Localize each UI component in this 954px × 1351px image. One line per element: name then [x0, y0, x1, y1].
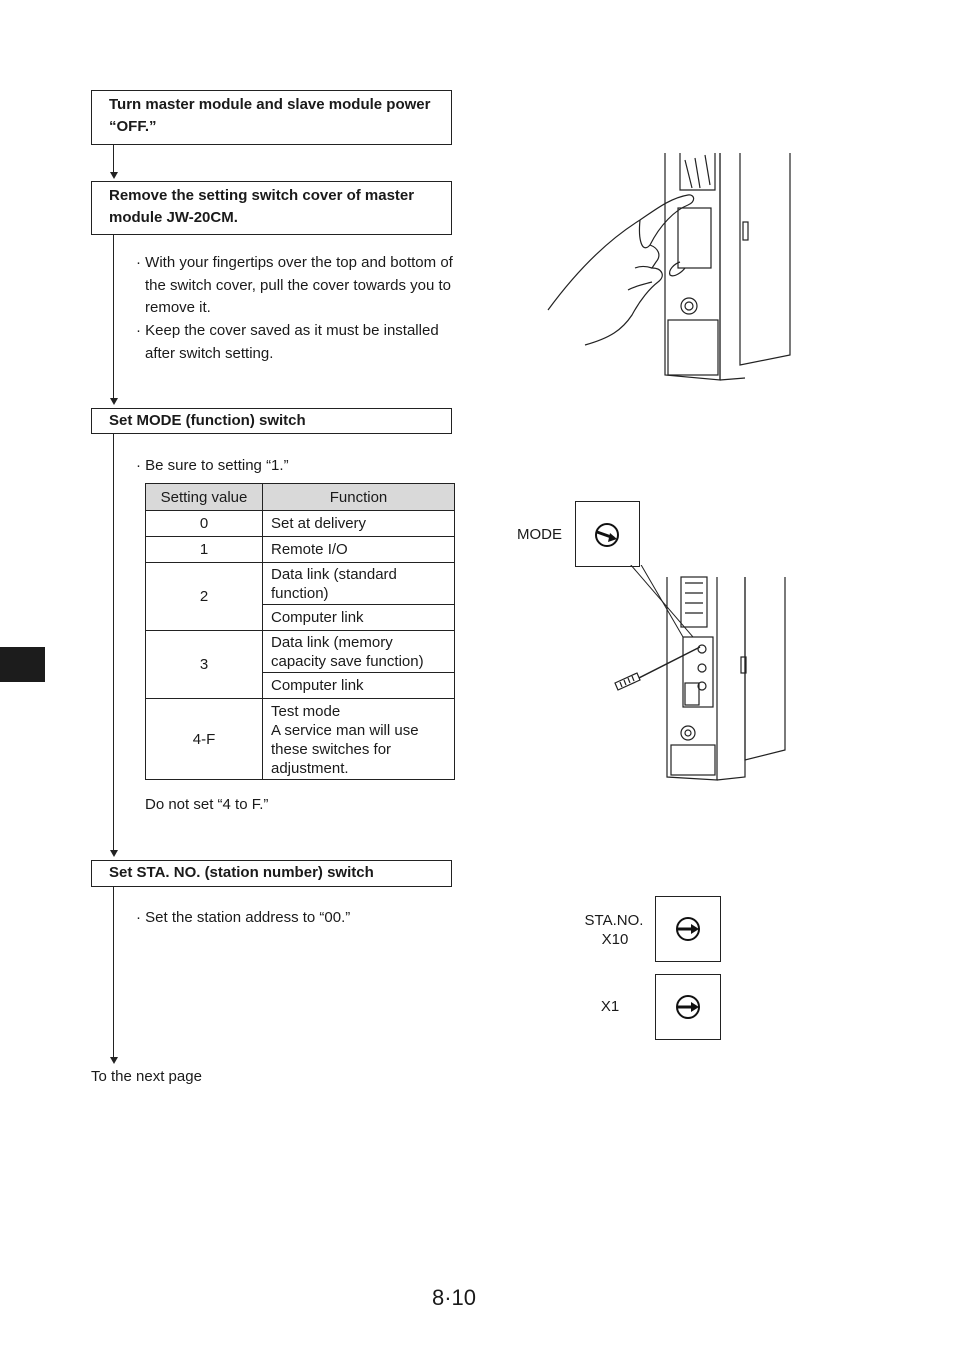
step-2-box: Remove the setting switch cover of maste…	[91, 181, 452, 235]
function-cell: Computer link	[262, 604, 455, 631]
flow-arrow-2	[110, 398, 118, 405]
mode-note: · Be sure to setting “1.”	[136, 457, 289, 474]
mode-setting-table: Setting value Function 0 Set at delivery…	[145, 483, 455, 780]
cover-note-2: · Keep the cover saved as it must be ins…	[136, 322, 439, 362]
header-function: Function	[262, 483, 455, 511]
next-page-text: To the next page	[91, 1068, 202, 1085]
table-row: 3 Data link (memory capacity save functi…	[145, 630, 455, 699]
step-3-label: Set MODE (function) switch	[109, 412, 306, 429]
flow-line-2	[113, 235, 114, 398]
section-tab	[0, 647, 45, 682]
step-3-box: Set MODE (function) switch	[91, 408, 452, 434]
cover-removal-illustration	[547, 153, 791, 381]
table-row: 1 Remote I/O	[145, 536, 455, 563]
function-cell: Computer link	[262, 672, 455, 699]
table-row: 0 Set at delivery	[145, 510, 455, 537]
step-4-box: Set STA. NO. (station number) switch	[91, 860, 452, 887]
sta-no-label: STA.NO.	[584, 912, 644, 929]
table-row: 2 Data link (standard function)	[145, 562, 455, 631]
station-note: · Set the station address to “00.”	[136, 909, 351, 926]
function-cell: Remote I/O	[262, 536, 455, 563]
table-row: Computer link	[146, 672, 455, 699]
mode-rotary-switch-icon	[595, 523, 619, 547]
setting-value: 4-F	[145, 698, 263, 780]
flow-line-3	[113, 434, 114, 850]
mode-switch-illustration	[614, 565, 786, 781]
flow-line-1	[113, 145, 114, 172]
x10-label: X10	[601, 931, 629, 948]
flow-arrow-1	[110, 172, 118, 179]
function-cell: Data link (standard function)	[262, 562, 455, 605]
step-4-label: Set STA. NO. (station number) switch	[109, 864, 374, 881]
x1-label: X1	[600, 998, 620, 1015]
function-cell: Set at delivery	[262, 510, 455, 537]
table-row: Computer link	[146, 604, 455, 631]
step-1-box: Turn master module and slave module powe…	[91, 90, 452, 145]
page-number: 8·10	[432, 1285, 477, 1310]
step-1-label: Turn master module and slave module powe…	[109, 96, 431, 135]
setting-value: 2	[145, 562, 263, 631]
flow-arrow-4	[110, 1057, 118, 1064]
function-cell: Test mode A service man will use these s…	[262, 698, 455, 780]
mode-footer-note: Do not set “4 to F.”	[145, 796, 269, 813]
header-setting-value: Setting value	[145, 483, 263, 511]
setting-value: 1	[145, 536, 263, 563]
setting-value: 3	[145, 630, 263, 699]
setting-value: 0	[145, 510, 263, 537]
cover-note-1: · With your fingertips over the top and …	[136, 254, 453, 316]
flow-line-4	[113, 887, 114, 1057]
x1-rotary-switch-icon	[676, 995, 700, 1019]
x10-rotary-switch-icon	[676, 917, 700, 941]
function-cell: Data link (memory capacity save function…	[262, 630, 455, 673]
table-header-row: Setting value Function	[145, 483, 455, 511]
step-2-label: Remove the setting switch cover of maste…	[109, 187, 415, 226]
x10-switch-box	[655, 896, 721, 962]
x1-switch-box	[655, 974, 721, 1040]
table-row: 4-F Test mode A service man will use the…	[145, 698, 455, 780]
mode-switch-box	[575, 501, 640, 567]
flow-arrow-3	[110, 850, 118, 857]
mode-label: MODE	[517, 526, 562, 543]
